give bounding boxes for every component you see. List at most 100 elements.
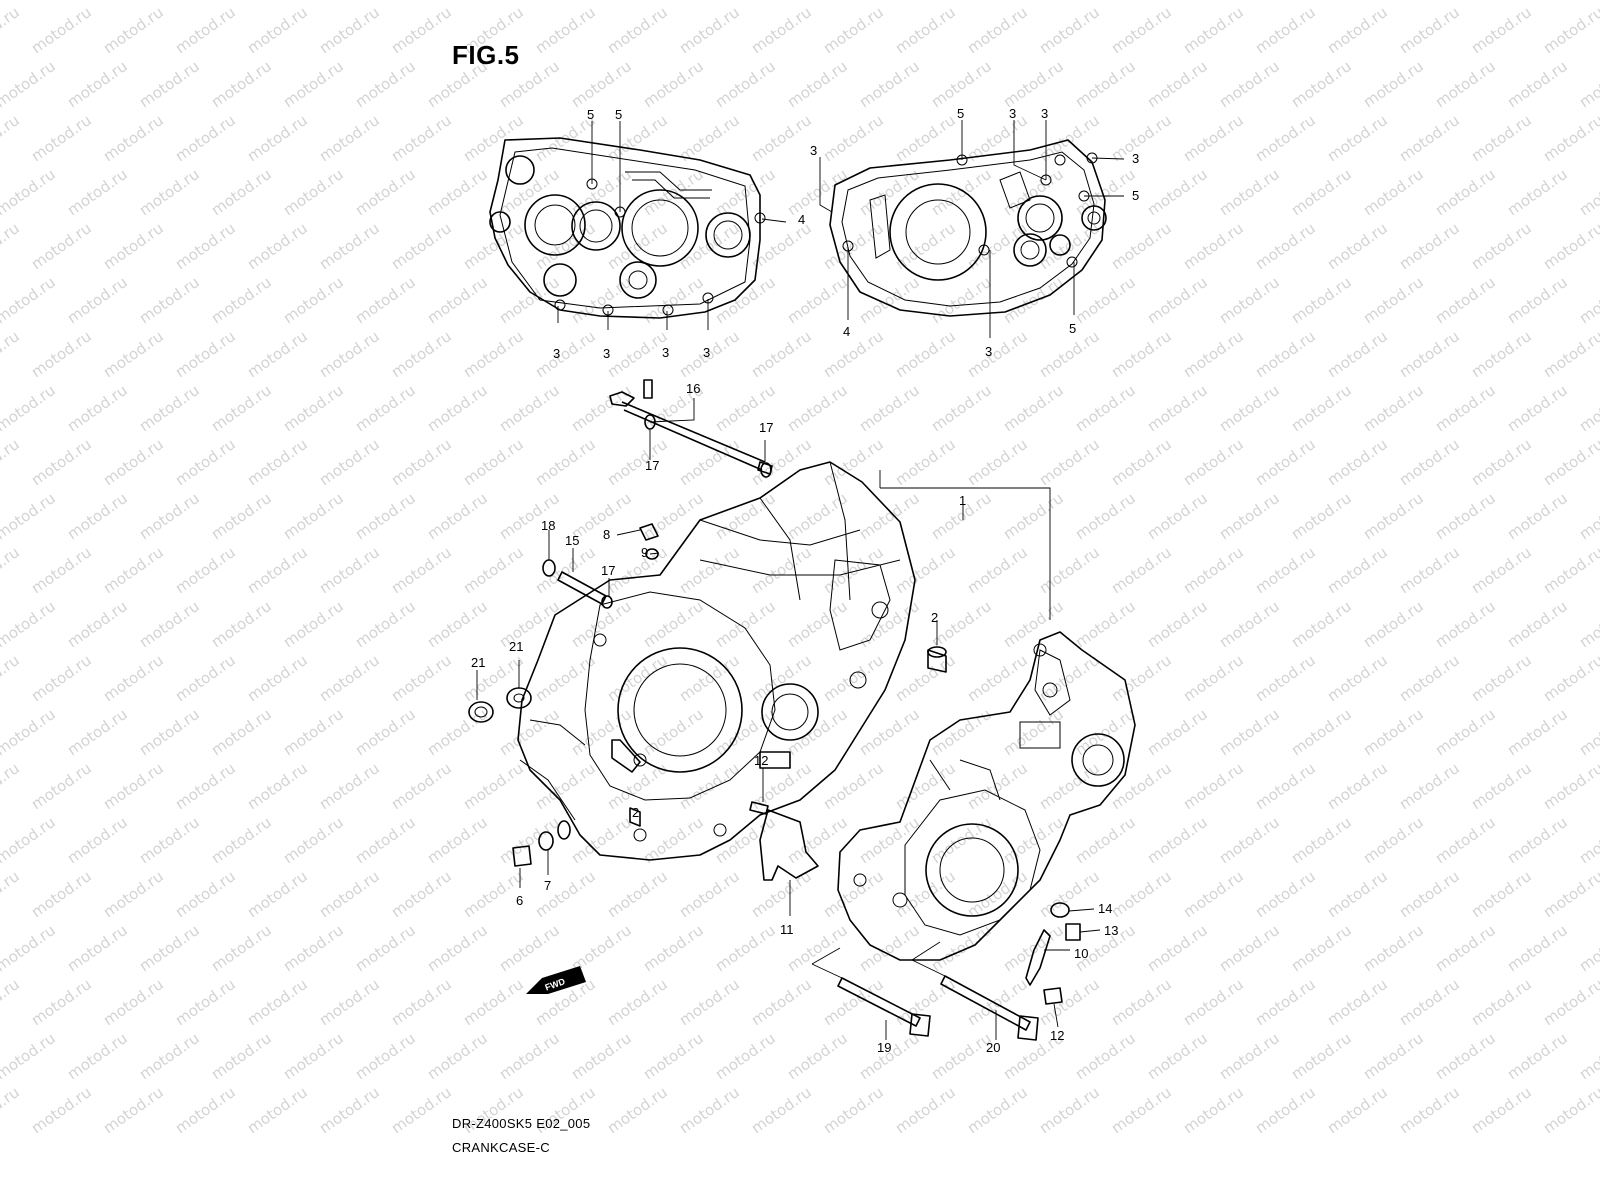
watermark-text: motod.ru (1324, 975, 1391, 1029)
watermark-text: motod.ru (964, 759, 1031, 813)
watermark-text: motod.ru (280, 705, 347, 759)
watermark-text: motod.ru (1468, 435, 1535, 489)
watermark-text: motod.ru (316, 435, 383, 489)
watermark-text: motod.ru (1144, 165, 1211, 219)
watermark-text: motod.ru (640, 273, 707, 327)
watermark-text: motod.ru (208, 813, 275, 867)
watermark-text: motod.ru (1360, 489, 1427, 543)
model-code-caption: DR-Z400SK5 E02_005 (452, 1116, 591, 1131)
watermark-text: motod.ru (1324, 435, 1391, 489)
watermark-text: motod.ru (1000, 381, 1067, 435)
watermark-text: motod.ru (1216, 1029, 1283, 1083)
watermark-text: motod.ru (244, 1083, 311, 1137)
watermark-text: motod.ru (28, 1083, 95, 1137)
watermark-text: motod.ru (1252, 327, 1319, 381)
watermark-text: motod.ru (100, 759, 167, 813)
watermark-text: motod.ru (1288, 273, 1355, 327)
watermark-text: motod.ru (64, 381, 131, 435)
callout-top-right-7: 4 (843, 324, 850, 339)
watermark-text: motod.ru (1180, 543, 1247, 597)
watermark-text: motod.ru (856, 705, 923, 759)
watermark-text: motod.ru (532, 435, 599, 489)
watermark-text: motod.ru (1324, 651, 1391, 705)
watermark-text: motod.ru (136, 921, 203, 975)
watermark-text: motod.ru (1108, 219, 1175, 273)
watermark-text: motod.ru (784, 1029, 851, 1083)
watermark-text: motod.ru (172, 543, 239, 597)
watermark-text: motod.ru (280, 489, 347, 543)
watermark-text: motod.ru (352, 489, 419, 543)
watermark-text: motod.ru (1540, 1083, 1600, 1137)
watermark-text: motod.ru (1576, 165, 1600, 219)
watermark-text: motod.ru (1288, 1029, 1355, 1083)
watermark-text: motod.ru (1108, 543, 1175, 597)
watermark-text: motod.ru (1504, 0, 1571, 3)
watermark-text: motod.ru (1252, 219, 1319, 273)
watermark-text: motod.ru (568, 273, 635, 327)
watermark-text: motod.ru (856, 381, 923, 435)
watermark-text: motod.ru (964, 867, 1031, 921)
watermark-text: motod.ru (964, 3, 1031, 57)
watermark-text: motod.ru (64, 921, 131, 975)
watermark-text: motod.ru (244, 975, 311, 1029)
watermark-text: motod.ru (496, 597, 563, 651)
left-crankcase-main (517, 461, 916, 861)
watermark-text: motod.ru (1432, 57, 1499, 111)
watermark-text: motod.ru (172, 759, 239, 813)
watermark-text: motod.ru (172, 435, 239, 489)
watermark-text: motod.ru (424, 705, 491, 759)
watermark-text: motod.ru (1000, 921, 1067, 975)
watermark-text: motod.ru (100, 111, 167, 165)
watermark-text: motod.ru (964, 543, 1031, 597)
callout-top-right-2: 5 (957, 106, 964, 121)
watermark-text: motod.ru (1396, 327, 1463, 381)
watermark-text: motod.ru (280, 273, 347, 327)
watermark-text: motod.ru (748, 1083, 815, 1137)
watermark-text: motod.ru (388, 543, 455, 597)
watermark-text: motod.ru (1036, 435, 1103, 489)
callout-16: 16 (686, 381, 700, 396)
watermark-text: motod.ru (604, 975, 671, 1029)
watermark-text: motod.ru (892, 651, 959, 705)
watermark-text: motod.ru (1396, 3, 1463, 57)
watermark-text: motod.ru (1216, 273, 1283, 327)
callout-18: 18 (541, 518, 555, 533)
watermark-text: motod.ru (244, 3, 311, 57)
watermark-text: motod.ru (1000, 813, 1067, 867)
watermark-text: motod.ru (1432, 1029, 1499, 1083)
watermark-text: motod.ru (1576, 381, 1600, 435)
watermark-text: motod.ru (1504, 57, 1571, 111)
watermark-text: motod.ru (28, 435, 95, 489)
watermark-text: motod.ru (208, 381, 275, 435)
watermark-text: motod.ru (280, 813, 347, 867)
watermark-text: motod.ru (676, 1083, 743, 1137)
watermark-text: motod.ru (136, 813, 203, 867)
watermark-text: motod.ru (676, 759, 743, 813)
watermark-text: motod.ru (1324, 1083, 1391, 1137)
watermark-text: motod.ru (676, 543, 743, 597)
watermark-text: motod.ru (568, 597, 635, 651)
watermark-text: motod.ru (1324, 867, 1391, 921)
watermark-text: motod.ru (1468, 867, 1535, 921)
watermark-text: motod.ru (280, 1029, 347, 1083)
watermark-text: motod.ru (640, 705, 707, 759)
watermark-text: motod.ru (280, 381, 347, 435)
watermark-text: motod.ru (1144, 597, 1211, 651)
watermark-text: motod.ru (1072, 489, 1139, 543)
watermark-text: motod.ru (388, 219, 455, 273)
watermark-text: motod.ru (748, 867, 815, 921)
watermark-text: motod.ru (0, 921, 59, 975)
watermark-text: motod.ru (136, 381, 203, 435)
watermark-text: motod.ru (676, 867, 743, 921)
watermark-text: motod.ru (1036, 867, 1103, 921)
watermark-text: motod.ru (784, 165, 851, 219)
watermark-text: motod.ru (1036, 1083, 1103, 1137)
watermark-text: motod.ru (316, 327, 383, 381)
watermark-text: motod.ru (0, 705, 59, 759)
watermark-text: motod.ru (172, 1083, 239, 1137)
watermark-text: motod.ru (424, 0, 491, 3)
watermark-text: motod.ru (496, 273, 563, 327)
callout-11: 11 (780, 922, 794, 937)
watermark-text: motod.ru (1216, 489, 1283, 543)
watermark-text: motod.ru (1288, 489, 1355, 543)
